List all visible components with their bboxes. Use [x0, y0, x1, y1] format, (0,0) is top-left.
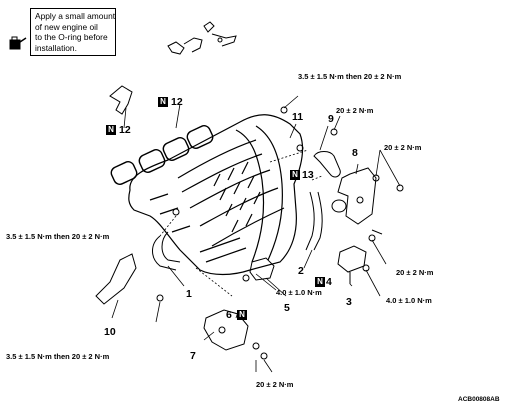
- torque-right-lower: 20 ± 2 N·m: [396, 268, 434, 277]
- bracket-8: [337, 167, 383, 235]
- callout-13: 13: [302, 169, 314, 181]
- torque-right-upper: 20 ± 2 N·m: [336, 106, 374, 115]
- new-part-marker-6: N: [237, 310, 247, 320]
- bracket-left: [109, 85, 133, 115]
- leader-lines: [111, 95, 401, 373]
- callout-7: 7: [190, 350, 196, 362]
- torque-right-mid: 20 ± 2 N·m: [384, 143, 422, 152]
- note-line-1: Apply a small amount: [35, 11, 116, 21]
- callout-10: 10: [104, 326, 116, 338]
- torque-right-bottom: 4.0 ± 1.0 N·m: [386, 296, 432, 305]
- torque-top-right: 3.5 ± 1.5 N·m then 20 ± 2 N·m: [298, 72, 402, 81]
- valve-5: [249, 257, 275, 281]
- instruction-note: Apply a small amount of new engine oil t…: [30, 8, 116, 56]
- torque-bottom: 20 ± 2 N·m: [256, 380, 294, 389]
- callout-3: 3: [346, 296, 352, 308]
- new-part-marker-4: N: [315, 277, 325, 287]
- callout-5: 5: [284, 302, 290, 314]
- callout-1: 1: [186, 288, 192, 300]
- note-line-3: to the O-ring before: [35, 32, 108, 43]
- hose-9: [313, 151, 341, 178]
- o-ring-13: [331, 199, 347, 213]
- callout-6: 6: [226, 309, 232, 321]
- callout-8: 8: [352, 147, 358, 159]
- callout-2: 2: [298, 265, 304, 277]
- callout-12-lower: 12: [119, 124, 131, 136]
- callout-11: 11: [292, 111, 304, 123]
- gasket-set-12: [110, 125, 214, 185]
- oil-can-icon: [9, 36, 27, 50]
- sensor-3: [337, 245, 367, 284]
- new-part-marker-13: N: [290, 170, 300, 180]
- intake-manifold: [128, 114, 304, 276]
- callout-9: 9: [328, 113, 334, 125]
- callout-4: 4: [326, 276, 332, 288]
- torque-center: 4.0 ± 1.0 N·m: [276, 288, 322, 297]
- callout-12-upper: 12: [171, 96, 183, 108]
- hose-1: [152, 231, 181, 271]
- new-part-marker-12-lower: N: [106, 125, 116, 135]
- bolts: [156, 106, 404, 360]
- note-line-4: installation.: [35, 42, 77, 53]
- bracket-7: [203, 309, 249, 351]
- new-part-marker-12-upper: N: [158, 97, 168, 107]
- hose-2: [305, 191, 323, 251]
- torque-left-bottom: 3.5 ± 1.5 N·m then 20 ± 2 N·m: [6, 352, 110, 361]
- torque-left-mid: 3.5 ± 1.5 N·m then 20 ± 2 N·m: [6, 232, 110, 241]
- note-line-2: of new engine oil: [35, 21, 98, 32]
- figure-code: ACB00808AB: [458, 396, 500, 403]
- upper-brackets: [167, 21, 237, 55]
- bracket-10: [95, 253, 137, 305]
